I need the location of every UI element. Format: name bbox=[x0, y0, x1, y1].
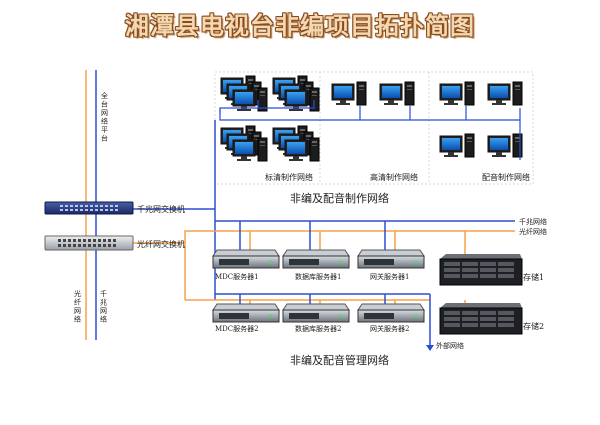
external-arrow bbox=[426, 345, 434, 351]
gigabit-switch bbox=[44, 201, 134, 215]
sd-workstations bbox=[221, 76, 319, 161]
server-row-1 bbox=[212, 249, 425, 269]
gigabit-vertical-label: 千兆网络 bbox=[100, 289, 107, 324]
diagram-title: 湘潭县电视台非编项目拓扑简图 bbox=[125, 12, 475, 40]
server-row-2 bbox=[212, 303, 425, 323]
fiber-network-label: 光纤网络 bbox=[519, 227, 547, 236]
management-network-label: 非编及配音管理网络 bbox=[290, 353, 389, 367]
gigabit-network-label: 千兆网络 bbox=[519, 217, 547, 226]
db-server-1 bbox=[282, 249, 350, 269]
mdc-server-1 bbox=[212, 249, 280, 269]
storage-label-1: 存储1 bbox=[523, 272, 544, 282]
sd-network-label: 标清制作网络 bbox=[265, 172, 313, 182]
db-server-2 bbox=[282, 303, 350, 323]
production-network-label: 非编及配音制作网络 bbox=[290, 191, 389, 205]
storage-label-2: 存储2 bbox=[523, 321, 544, 331]
server-label-db1: 数据库服务器1 bbox=[295, 272, 341, 281]
gateway-server-1 bbox=[357, 249, 425, 269]
server-label-gw1: 网关服务器1 bbox=[370, 272, 409, 281]
hd-network-label: 高清制作网络 bbox=[370, 172, 418, 182]
full-platform-label: 全台网络平台 bbox=[101, 91, 108, 143]
server-label-mdc1: MDC服务器1 bbox=[215, 272, 259, 281]
server-label-mdc2: MDC服务器2 bbox=[215, 324, 259, 333]
production-lan-lines bbox=[219, 100, 521, 160]
fiber-switch bbox=[44, 235, 134, 251]
gigabit-switch-label: 千兆网交换机 bbox=[137, 204, 185, 214]
full-platform-label-text: 全台网络平台 bbox=[101, 91, 108, 143]
fiber-vertical-label: 光纤网络 bbox=[74, 289, 81, 324]
mdc-server-2 bbox=[212, 303, 280, 323]
gateway-server-2 bbox=[357, 303, 425, 323]
storage-array-1 bbox=[439, 254, 523, 286]
hd-workstations bbox=[331, 81, 415, 106]
server-label-db2: 数据库服务器2 bbox=[295, 324, 341, 333]
fiber-switch-label: 光纤网交换机 bbox=[137, 239, 185, 249]
external-network-label: 外部网络 bbox=[436, 341, 464, 350]
server-label-gw2: 网关服务器2 bbox=[370, 324, 409, 333]
dubbing-network-label: 配音制作网络 bbox=[482, 172, 530, 182]
fiber-vertical-label-text: 光纤网络 bbox=[74, 289, 81, 324]
gigabit-vertical-label-text: 千兆网络 bbox=[100, 289, 107, 324]
storage-array-2 bbox=[439, 303, 523, 335]
